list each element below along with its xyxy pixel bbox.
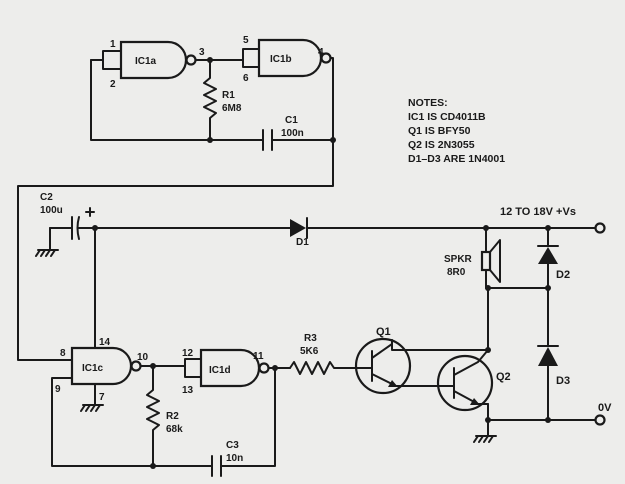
pin-3: 3 bbox=[199, 47, 205, 58]
transistor-q2 bbox=[395, 349, 494, 412]
pin-4: 4 bbox=[318, 47, 324, 58]
r2-ref: R2 bbox=[166, 411, 179, 422]
supply-label: 12 TO 18V +Vs bbox=[500, 206, 576, 218]
ic1a-inputs-wire bbox=[102, 50, 122, 70]
pin-12: 12 bbox=[182, 348, 194, 359]
collector-wire bbox=[391, 339, 489, 351]
capacitor-c1 bbox=[262, 129, 273, 151]
ground-q2 bbox=[473, 419, 497, 443]
pin-2: 2 bbox=[110, 79, 116, 90]
c2-value: 100u bbox=[40, 205, 63, 216]
ground-label: 0V bbox=[598, 402, 612, 414]
resistor-r2 bbox=[146, 365, 160, 469]
notes-line-3: Q2 IS 2N3055 bbox=[408, 139, 475, 151]
gate-ic1b: IC1b bbox=[257, 38, 332, 78]
ground-rail bbox=[487, 403, 596, 421]
ic1c-pin9-wire bbox=[51, 377, 213, 467]
notes-block: NOTES: IC1 IS CD4011B Q1 IS BFY50 Q2 IS … bbox=[408, 97, 505, 165]
diode-d1 bbox=[290, 217, 308, 239]
ic1b-output-wire bbox=[17, 57, 334, 361]
pin-13: 13 bbox=[182, 385, 194, 396]
ground-ic1c bbox=[80, 383, 104, 412]
pin-7: 7 bbox=[99, 392, 105, 403]
pin-5: 5 bbox=[243, 35, 249, 46]
pin-14: 14 bbox=[99, 337, 111, 348]
q1-ref: Q1 bbox=[376, 326, 391, 338]
gate-ic1c: IC1c bbox=[70, 346, 142, 386]
r1-ref: R1 bbox=[222, 90, 235, 101]
c1-ref: C1 bbox=[285, 115, 298, 126]
pin-8: 8 bbox=[60, 348, 66, 359]
pin-1: 1 bbox=[110, 39, 116, 50]
transistor-q1 bbox=[354, 337, 412, 395]
ic1b-inputs-wire bbox=[242, 48, 260, 68]
speaker-icon bbox=[480, 227, 501, 289]
ic1d-label: IC1d bbox=[209, 365, 231, 376]
notes-line-2: Q1 IS BFY50 bbox=[408, 125, 471, 137]
pin-9: 9 bbox=[55, 384, 61, 395]
pin-10: 10 bbox=[137, 352, 149, 363]
gate-ic1d: IC1d bbox=[199, 348, 270, 388]
q2-ref: Q2 bbox=[496, 371, 511, 383]
pin-11: 11 bbox=[253, 351, 264, 362]
ground-c2 bbox=[35, 227, 59, 257]
c3-right-wire bbox=[220, 367, 276, 467]
diode-d2 bbox=[537, 227, 559, 289]
supply-terminal bbox=[594, 222, 606, 234]
ic1c-label: IC1c bbox=[82, 363, 104, 374]
resistor-r3 bbox=[289, 361, 357, 375]
r1-value: 6M8 bbox=[222, 103, 242, 114]
c1-value: 100n bbox=[281, 128, 304, 139]
pin-6: 6 bbox=[243, 73, 249, 84]
d3-ref: D3 bbox=[556, 375, 570, 387]
ic1a-label: IC1a bbox=[135, 56, 157, 67]
diode-d3 bbox=[537, 287, 559, 421]
r2-value: 68k bbox=[166, 424, 183, 435]
c3-ref: C3 bbox=[226, 440, 239, 451]
notes-line-1: IC1 IS CD4011B bbox=[408, 111, 486, 123]
spkr-value: 8R0 bbox=[447, 267, 466, 278]
resistor-r1 bbox=[203, 57, 217, 143]
gate-ic1a: IC1a bbox=[119, 40, 197, 80]
d1-ref: D1 bbox=[296, 237, 309, 248]
c3-value: 10n bbox=[226, 453, 243, 464]
c1-left-wire bbox=[90, 59, 264, 141]
c2-ref: C2 bbox=[40, 192, 53, 203]
notes-line-4: D1–D3 ARE 1N4001 bbox=[408, 153, 505, 165]
d2-ref: D2 bbox=[556, 269, 570, 281]
ic1b-label: IC1b bbox=[270, 54, 292, 65]
spkr-ref: SPKR bbox=[444, 254, 473, 265]
r3-value: 5K6 bbox=[300, 346, 319, 357]
capacitor-c2 bbox=[49, 207, 96, 240]
ic1d-inputs-wire bbox=[184, 358, 202, 378]
notes-heading: NOTES: bbox=[408, 97, 448, 109]
capacitor-c3 bbox=[211, 455, 222, 477]
ground-terminal bbox=[594, 414, 606, 426]
r3-ref: R3 bbox=[304, 333, 317, 344]
